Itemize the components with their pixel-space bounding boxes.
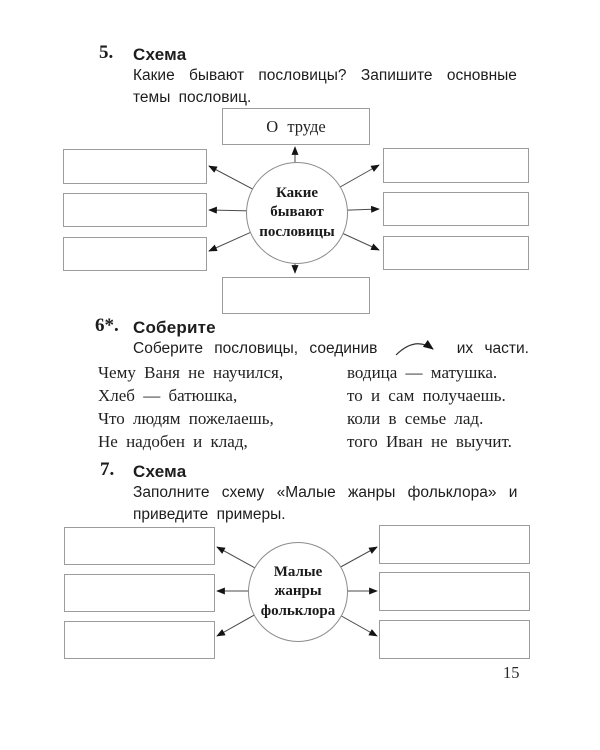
proverb-row: Чему Ваня не научился, водица — матушка. — [98, 361, 523, 384]
proverb-left-part[interactable]: Чему Ваня не научился, — [98, 362, 284, 382]
exercise7-instruction-line1: Заполните схему «Малые жанры фольклора» … — [133, 484, 518, 501]
diagram1-left-box-3[interactable] — [63, 237, 207, 271]
diagram2-center-line3: фольклора — [260, 602, 336, 619]
diagram2-center-line1: Малые — [273, 563, 323, 580]
diagram1-right-box-3[interactable] — [383, 236, 529, 270]
exercise6-instruction-end: их части. — [456, 340, 529, 357]
diagram2-left-box-1[interactable] — [64, 527, 215, 565]
proverb-right-part[interactable]: водица — матушка. — [347, 362, 498, 382]
diagram1-center-circle: Какие бывают пословицы — [246, 162, 348, 264]
exercise7-number: 7. — [100, 459, 115, 480]
diagram1-right-box-1[interactable] — [383, 148, 529, 183]
proverb-right-part[interactable]: того Иван не выучит. — [347, 431, 512, 451]
proverb-list: Чему Ваня не научился, водица — матушка.… — [98, 361, 523, 453]
proverb-left-part[interactable]: Хлеб — батюшка, — [98, 385, 238, 405]
exercise7-title: Схема — [133, 462, 187, 481]
proverb-left-part[interactable]: Не надобен и клад, — [98, 431, 248, 451]
diagram2-right-box-3[interactable] — [379, 620, 530, 659]
connect-arc-icon — [395, 340, 434, 356]
diagram1-left-box-2[interactable] — [63, 193, 207, 227]
proverb-right-part[interactable]: то и сам получаешь. — [347, 385, 506, 405]
diagram2-left-box-3[interactable] — [64, 621, 215, 659]
proverb-row: Что людям пожелаешь, коли в семье лад. — [98, 407, 523, 430]
diagram1-bottom-box[interactable] — [222, 277, 370, 314]
diagram2-right-box-1[interactable] — [379, 525, 530, 564]
exercise5-title: Схема — [133, 45, 187, 64]
proverb-right-part[interactable]: коли в семье лад. — [347, 408, 484, 428]
diagram2-left-box-2[interactable] — [64, 574, 215, 612]
page-number: 15 — [503, 663, 520, 682]
proverb-left-part[interactable]: Что людям пожелаешь, — [98, 408, 274, 428]
exercise5-number: 5. — [99, 42, 114, 63]
diagram2-right-box-2[interactable] — [379, 572, 530, 611]
diagram1-center-line2: бывают — [270, 204, 324, 221]
exercise6-title: Соберите — [133, 318, 216, 337]
exercise6-instruction-start: Соберите пословицы, соединив — [133, 340, 378, 357]
diagram2-center-circle: Малые жанры фольклора — [248, 542, 348, 642]
diagram1-top-box[interactable]: О труде — [222, 108, 370, 145]
diagram1-center-line3: пословицы — [259, 223, 335, 240]
diagram1-left-box-1[interactable] — [63, 149, 207, 184]
diagram1-center-line1: Какие — [275, 184, 319, 201]
proverb-row: Не надобен и клад, того Иван не выучит. — [98, 430, 523, 453]
diagram1-top-box-label: О труде — [266, 116, 326, 136]
exercise7-instruction-line2: приведите примеры. — [133, 506, 286, 523]
exercise5-instruction-line2: темы пословиц. — [133, 89, 252, 106]
exercise6-instruction: Соберите пословицы, соединив их части. — [133, 339, 529, 359]
diagram2-center-line2: жанры — [274, 583, 322, 600]
exercise5-instruction-line1: Какие бывают пословицы? Запишите основны… — [133, 67, 517, 84]
exercise6-number: 6*. — [95, 315, 119, 336]
diagram1-right-box-2[interactable] — [383, 192, 529, 226]
proverb-row: Хлеб — батюшка, то и сам получаешь. — [98, 384, 523, 407]
